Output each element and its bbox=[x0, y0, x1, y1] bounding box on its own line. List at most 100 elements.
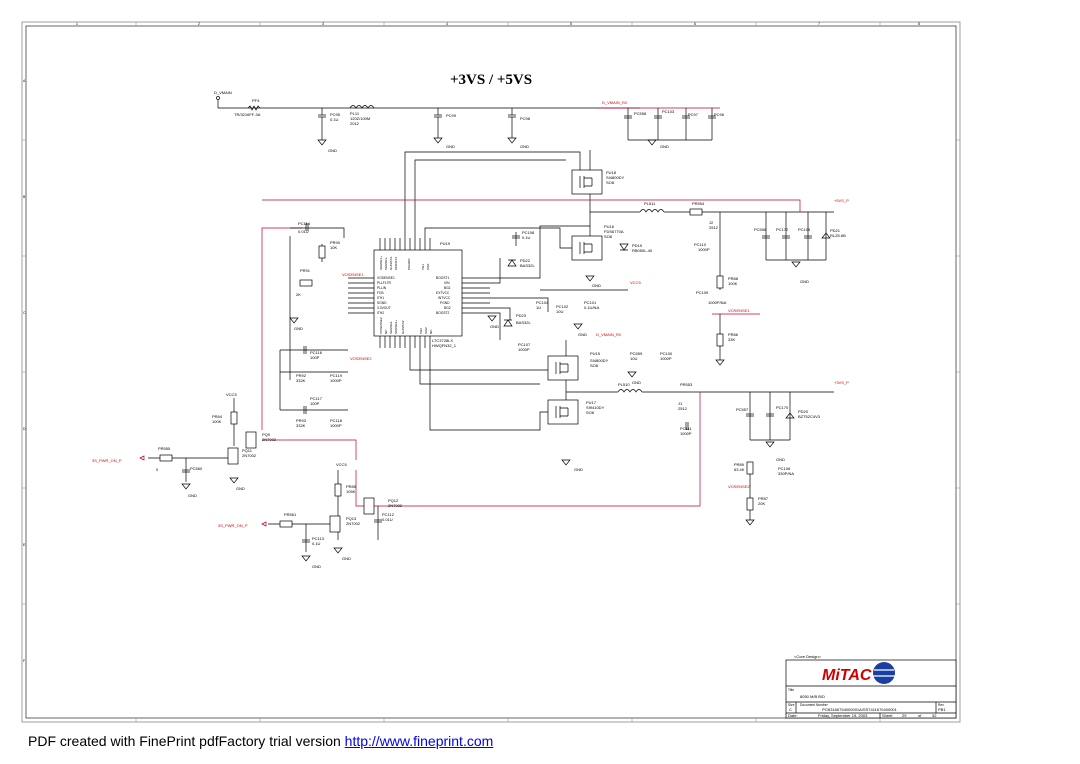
pr93-value: 332K bbox=[296, 423, 306, 428]
j1-value: 2512 bbox=[678, 406, 688, 411]
row-label: A bbox=[23, 79, 26, 83]
pl11-value2: 2012 bbox=[350, 121, 360, 126]
pq12-value: 2N7002 bbox=[388, 503, 403, 508]
ic-pin: SENSE1+ bbox=[379, 256, 383, 270]
pc107-ref: PC107 bbox=[518, 342, 531, 347]
diode-pd22 bbox=[507, 259, 517, 267]
doc-number: PCB3166754000001A/SS7411670400001 bbox=[822, 707, 898, 712]
pc559-ref: PC559 bbox=[630, 351, 643, 356]
ic-pin: SENSE2- bbox=[389, 321, 393, 334]
doc-label: Document Number bbox=[800, 703, 829, 707]
footer-link[interactable]: http://www.fineprint.com bbox=[344, 733, 494, 749]
mosfet-pu16: PU16 FDS6770A SO8 bbox=[571, 224, 624, 261]
pc100-ref: PC100 bbox=[660, 351, 673, 356]
pr88-ref: PR88 bbox=[728, 276, 739, 281]
ic-pin: FCB bbox=[377, 291, 384, 295]
pc558-ref: PC558 bbox=[634, 111, 647, 116]
pr561-ref: PR561 bbox=[284, 512, 297, 517]
ic-pin: NC bbox=[384, 329, 388, 334]
pr555-ref: PR555 bbox=[158, 446, 171, 451]
pc107-value: 1000P bbox=[518, 347, 530, 352]
gnd-label: GND bbox=[520, 144, 529, 149]
pc101-ref: PC101 bbox=[584, 300, 597, 305]
net-label-vos1b: VOSENSE1 bbox=[342, 272, 364, 277]
diode-pd23 bbox=[503, 319, 513, 327]
output-5vs: PL511 PR554 J2 2512 +5VS_P PR88 100K VOS… bbox=[589, 150, 849, 366]
sheet-inner-border bbox=[25, 25, 957, 719]
pc118-ref: PC118 bbox=[330, 418, 343, 423]
pc113-value: 0.1U bbox=[312, 541, 321, 546]
pu15-ref: PU15 bbox=[590, 351, 601, 356]
page-title: +3VS / +5VS bbox=[450, 72, 532, 88]
output-3vs: D_VMAIN_R2 PL510 PR553 J1 2512 +3VS_P PC… bbox=[565, 332, 849, 526]
pr84-ref: PR84 bbox=[212, 414, 223, 419]
ic-pin: PGOOD bbox=[407, 258, 411, 270]
pc100-value: 1000P bbox=[660, 356, 672, 361]
gnd-label: GND bbox=[312, 564, 321, 569]
ic-pin: PLLIN bbox=[377, 286, 387, 290]
col-label: 2 bbox=[198, 22, 200, 26]
pc103-ref: PC103 bbox=[662, 109, 675, 114]
net-label-vmain-r2: D_VMAIN_R2 bbox=[602, 100, 628, 105]
gnd-symbol bbox=[507, 137, 517, 144]
pc110-ref: PC110 bbox=[694, 242, 707, 247]
gnd-label: GND bbox=[446, 144, 455, 149]
pu19-value: LTC3728LX bbox=[432, 338, 453, 343]
gnd-label: GND bbox=[776, 457, 785, 462]
zone-markers bbox=[22, 22, 960, 722]
ic-pin: SENSE1- bbox=[384, 257, 388, 270]
fuse-pf4 bbox=[247, 105, 261, 111]
pd22-value: BAS32L bbox=[520, 263, 535, 268]
pc97-ref: PC97 bbox=[688, 112, 699, 117]
pr87-ref: PR87 bbox=[758, 496, 769, 501]
zener-pd21 bbox=[821, 232, 831, 239]
row-label: F bbox=[23, 659, 25, 663]
footer-text: PDF created with FinePrint pdfFactory tr… bbox=[28, 733, 341, 749]
inductor-pl510 bbox=[617, 389, 643, 393]
pc559-value: 10U bbox=[630, 356, 637, 361]
title-block: <Core Design> MiTAC Title 8050 M/B B/D S… bbox=[785, 654, 957, 719]
pc119-value: 1000P bbox=[330, 378, 342, 383]
gnd-label: GND bbox=[632, 380, 641, 385]
ic-pin: BG2 bbox=[444, 306, 451, 310]
pl11-ref: PL11 bbox=[350, 111, 360, 116]
input-section: D_VMAIN PF4 TR/3216FF-3A PL11 120Z/100M … bbox=[214, 90, 725, 153]
pu17-value2: SO8 bbox=[586, 410, 595, 415]
ic-pin: ITH2 bbox=[377, 311, 384, 315]
pr554-ref: PR554 bbox=[692, 201, 705, 206]
net-label-vos2b: VOSENSE2 bbox=[350, 356, 372, 361]
pr86-ref: PR86 bbox=[728, 332, 739, 337]
title-value: 8050 M/B B/D bbox=[800, 694, 825, 699]
pd19-value: RB050L-40 bbox=[632, 248, 653, 253]
col-label: 3 bbox=[322, 22, 324, 26]
gnd-symbol bbox=[317, 139, 327, 146]
pu15-value: SI4800DY bbox=[590, 358, 609, 363]
col-label: 7 bbox=[818, 22, 820, 26]
pq9-ref: PQ9 bbox=[262, 432, 271, 437]
pr87-value: 20K bbox=[758, 501, 765, 506]
col-label: 8 bbox=[918, 22, 920, 26]
pc106-ref: PC106 bbox=[778, 466, 791, 471]
title-label: Title bbox=[788, 688, 794, 692]
col-label: 5 bbox=[570, 22, 572, 26]
pq12-ref: PQ12 bbox=[388, 498, 399, 503]
date-label: Date: bbox=[788, 713, 798, 718]
ic-pin: RUN/SS1 bbox=[389, 256, 393, 270]
pc102-ref: PC102 bbox=[556, 304, 569, 309]
ic-pin: VIN bbox=[444, 281, 450, 285]
pc556-ref: PC556 bbox=[754, 227, 767, 232]
gnd-label: GND bbox=[800, 279, 809, 284]
col-label: 4 bbox=[446, 22, 448, 26]
ic-pin: EXTVCC bbox=[436, 291, 450, 295]
pd22-ref: PD22 bbox=[520, 258, 531, 263]
pc98-ref: PC98 bbox=[520, 116, 531, 121]
pr2k-label: 2K bbox=[296, 292, 301, 297]
pl11-value: 120Z/100M bbox=[350, 116, 370, 121]
pr88-value: 100K bbox=[728, 281, 738, 286]
pu16-value2: SO8 bbox=[604, 234, 613, 239]
pd20-ref: PD20 bbox=[798, 409, 809, 414]
pc102-value: 10U bbox=[556, 309, 563, 314]
pu17-ref: PU17 bbox=[586, 400, 597, 405]
pr92-ref: PR92 bbox=[296, 373, 307, 378]
